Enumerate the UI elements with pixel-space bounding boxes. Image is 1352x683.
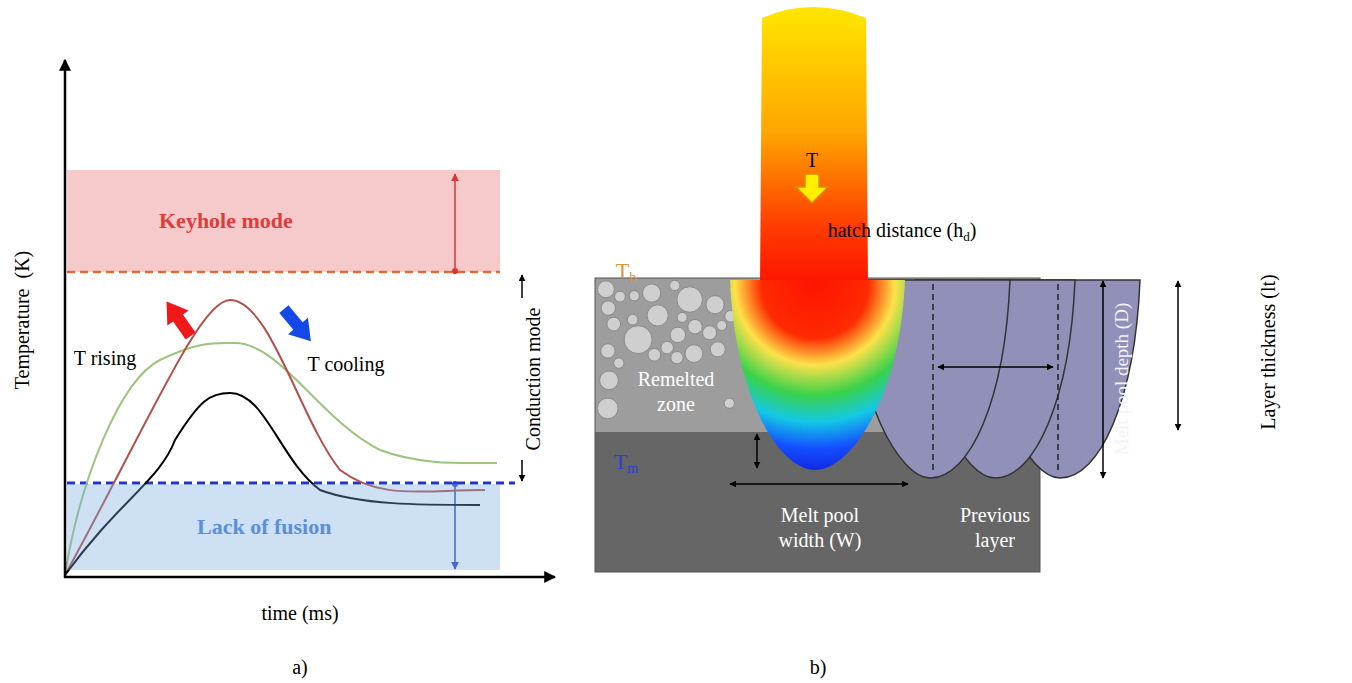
threshold-label: Tm [614,448,639,478]
dimension-label: Layer thickness (lt) [1256,274,1281,430]
powder-particle [647,305,668,326]
dimension-label: Melt pool depth (D) [1111,303,1132,456]
axis-title: Temperature (K) [10,251,35,390]
band-title: Keyhole mode [159,208,293,234]
zone-label: Remelted zone [628,367,724,417]
mode-label: Conduction mode [521,308,546,451]
subscript: b [629,269,636,285]
panel-label: b) [810,655,827,680]
zone-label: Remelted zone [638,368,715,415]
band-title: Lack of fusion [197,514,331,540]
zone-label: Previous layer [960,504,1030,551]
keyhole-band: Keyhole mode [67,170,500,272]
remelted-arrow [756,434,758,468]
dimension-label: hatch distance (h [828,219,964,241]
powder-particle [615,291,626,302]
curve-label: T cooling [308,353,385,375]
dimension-label: hatch distance (hd) [828,218,977,245]
build-outline [595,278,1040,572]
dimension-label: Melt pool width (W) [768,503,872,553]
powder-particle [710,342,725,357]
curve-label: T cooling [308,352,385,377]
powder-particle [703,326,717,340]
threshold-label: Tb [616,257,637,287]
axis-title: time (ms) [261,601,338,626]
subscript: d [963,229,970,244]
depth-arrow [1102,281,1104,478]
axis-title: time (ms) [261,602,338,624]
axis-title: Temperature (K) [11,251,33,390]
threshold-label: T [614,449,627,474]
powder-particles [597,280,736,418]
powder-particle [648,348,661,361]
powder-particle [670,327,686,343]
powder-particle [614,358,624,368]
powder-particle [671,351,683,363]
panel-label: b) [810,656,827,678]
powder-particle [607,317,621,331]
powder-particle [601,301,615,315]
powder-particle [643,284,661,302]
heat-label: T [806,149,818,171]
powder-particle [661,341,673,353]
dimension-label: Melt pool width (W) [779,504,862,551]
laser-beam [760,7,868,284]
curve-label: T rising [74,347,136,369]
dimension-label: Melt pool depth (D) [1110,303,1134,456]
subscript: m [627,460,638,476]
powder-particle [598,281,615,298]
width-arrow [730,483,908,485]
curve-label: T rising [74,346,136,371]
layer-thickness-arrow [1177,281,1179,430]
threshold-label: T [616,258,629,283]
powder-particle [688,319,702,333]
powder-particle [724,398,734,408]
conduction-arrow-up [521,275,523,298]
rising-block-arrow [156,294,201,343]
y-axis [64,60,67,578]
cooling-block-arrow [274,301,321,350]
conduction-arrow-down [521,460,523,481]
x-axis [64,576,555,579]
panel-label: a) [292,656,308,678]
track-centerline [932,284,934,474]
powder-particle [670,280,680,290]
panel-label: a) [292,655,308,680]
mode-label: Conduction mode [522,308,544,451]
powder-particle [629,291,639,301]
powder-particle [627,314,638,325]
powder-particle [597,398,618,419]
powder-particle [601,344,615,358]
powder-particle [677,312,687,322]
zone-label: Previous layer [950,503,1040,553]
lack-of-fusion-band: Lack of fusion [67,484,500,570]
powder-particle [706,296,724,314]
hatch-arrow [938,366,1053,368]
powder-particle [624,326,652,354]
powder-particle [685,345,703,363]
heat-label: T [806,148,818,173]
powder-particle [717,320,727,330]
dimension-label: ) [970,219,977,241]
dimension-label: Layer thickness (lt) [1257,274,1279,430]
powder-particle [677,287,703,313]
track-centerline [1057,284,1059,474]
heat-arrow [796,174,828,203]
rising-block-arrow [156,294,201,343]
current-melt-pool [730,280,905,470]
powder-particle [600,371,619,390]
cooling-block-arrow [274,301,321,350]
